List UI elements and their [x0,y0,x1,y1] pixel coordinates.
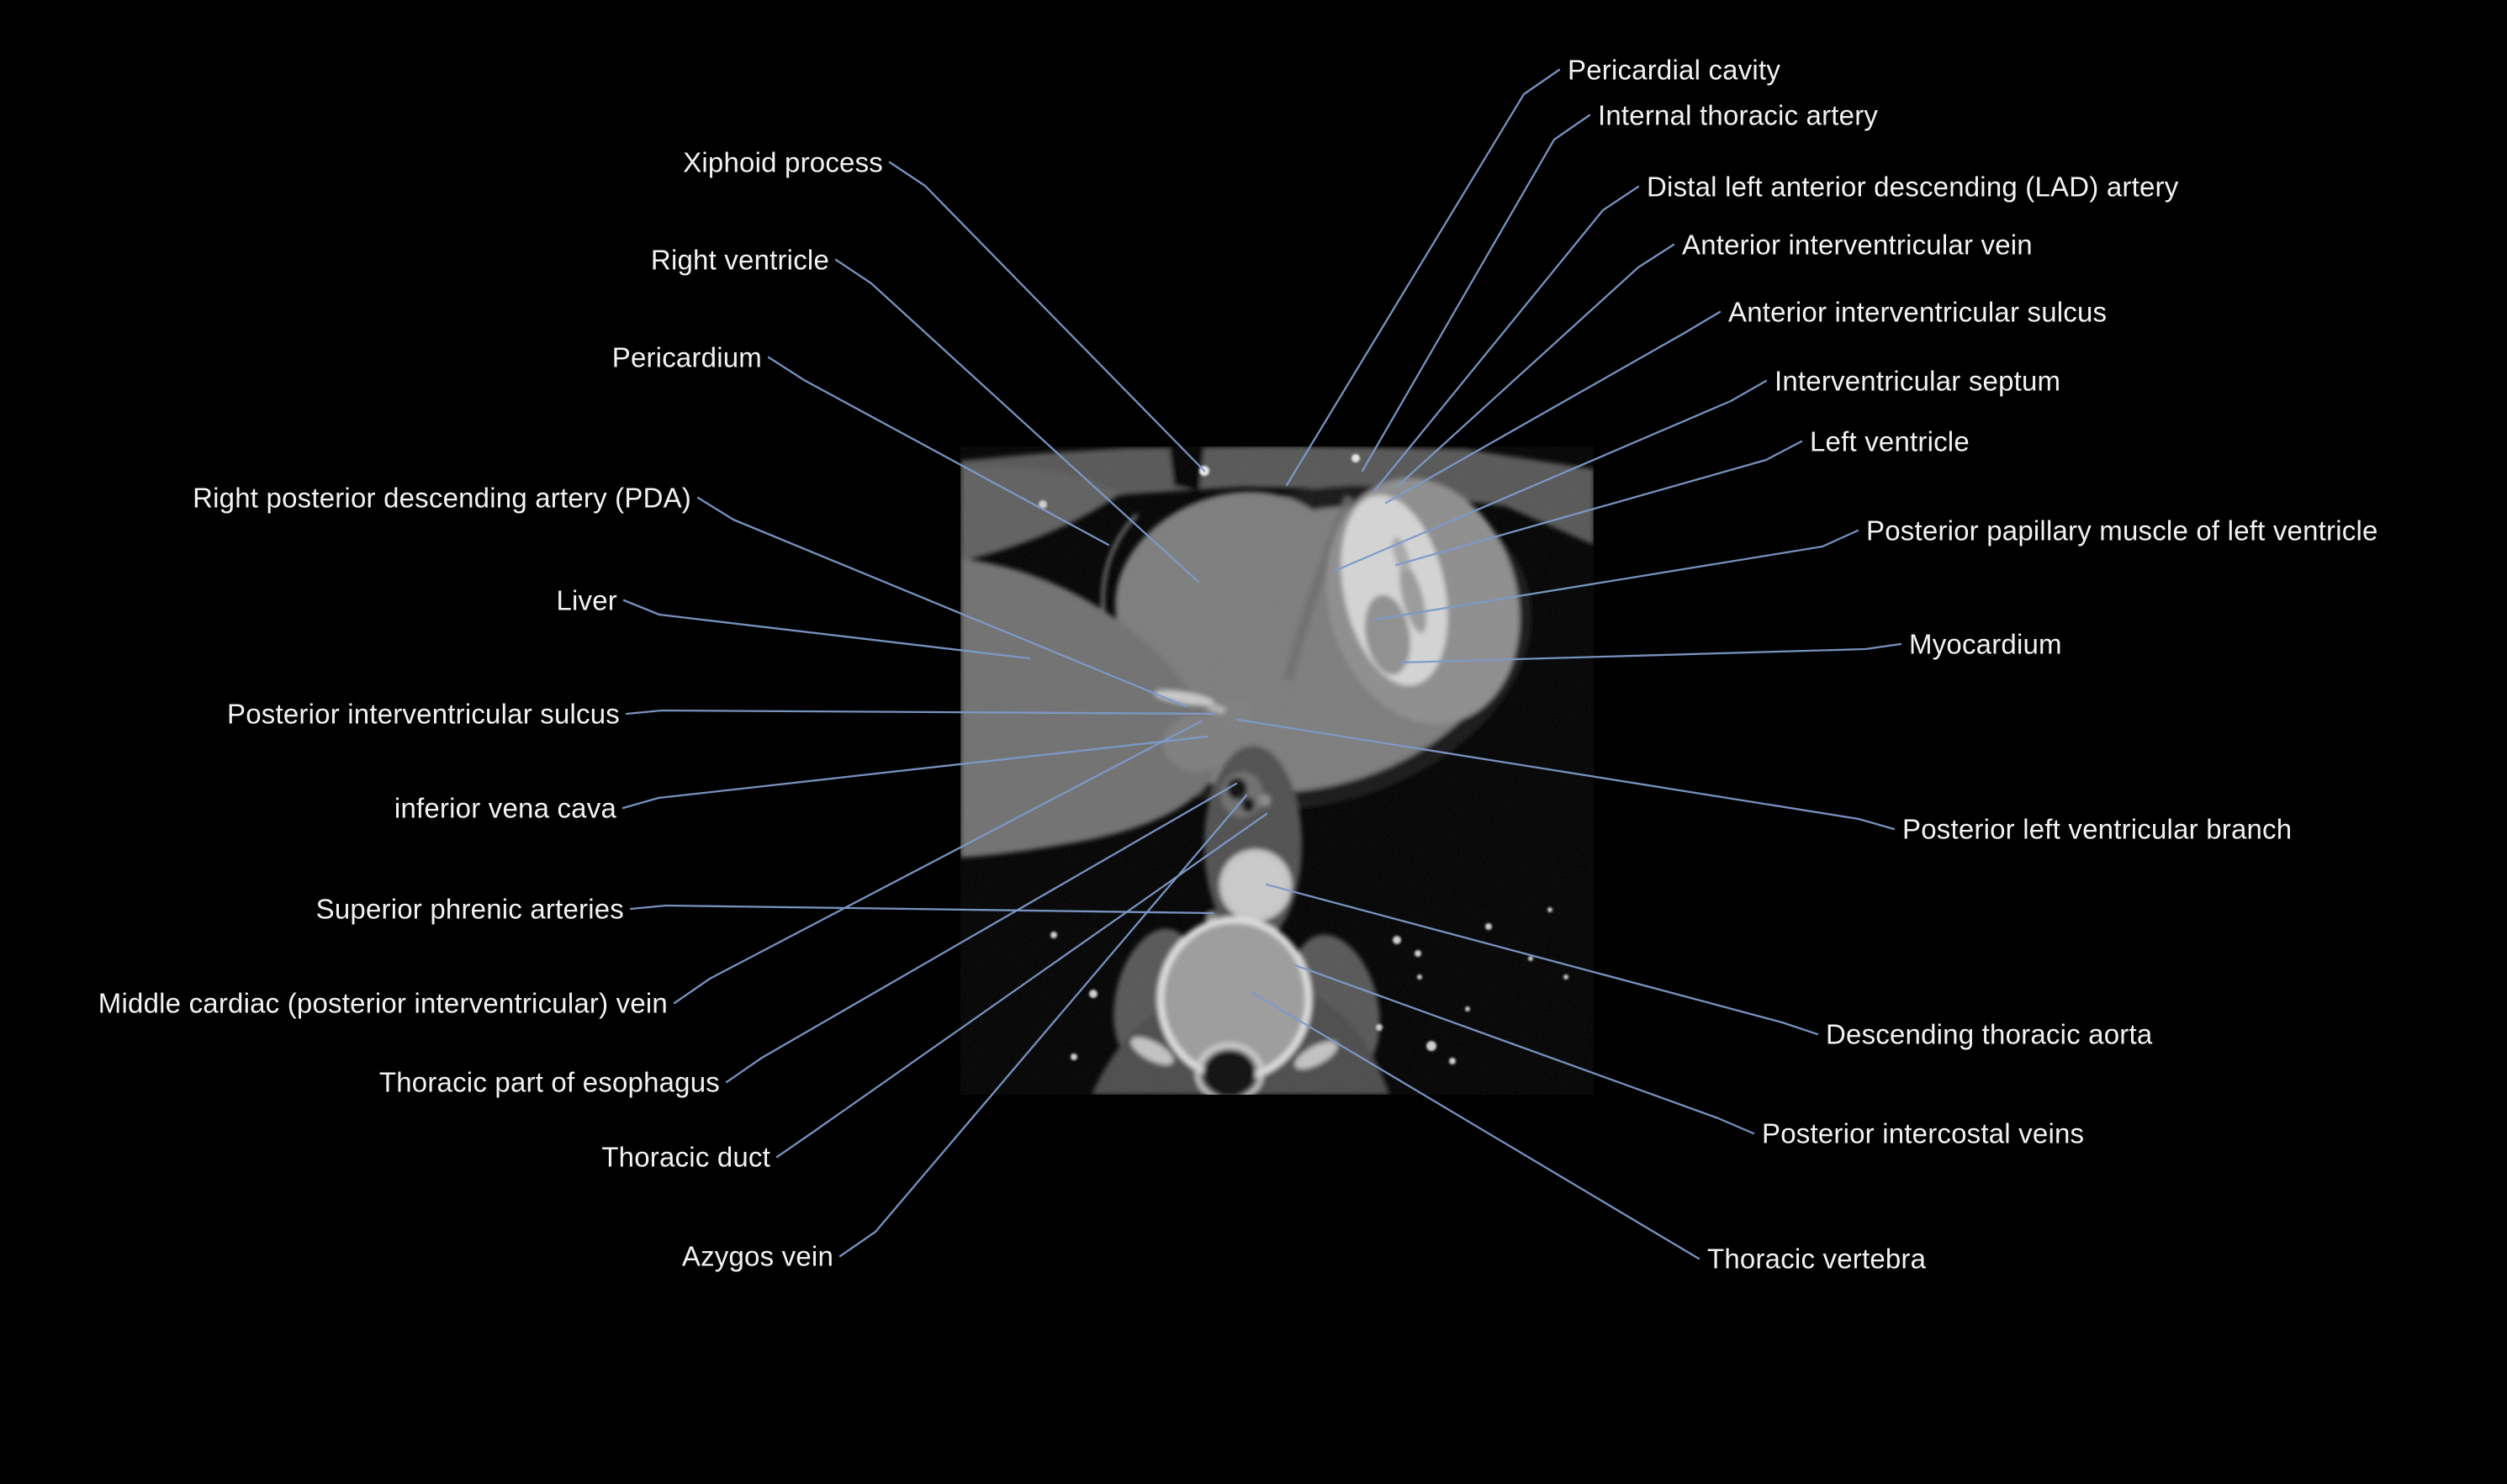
label-anterior-interventricular-vein: Anterior interventricular vein [1682,229,2033,261]
leader-line-right-ventricle [834,258,1200,584]
leader-line-myocardium [1399,642,1902,664]
leader-line-distal-lad-artery [1373,185,1640,493]
label-liver: Liver [556,584,617,616]
leader-line-internal-thoracic-artery [1361,114,1591,473]
label-superior-phrenic-arteries: Superior phrenic arteries [315,893,624,925]
label-posterior-left-ventricular-branch: Posterior left ventricular branch [1902,813,2293,845]
leader-line-superior-phrenic-arteries [629,904,1214,915]
label-pericardium: Pericardium [611,341,762,373]
label-descending-thoracic-aorta: Descending thoracic aorta [1826,1018,2153,1050]
leader-line-thoracic-duct [775,812,1268,1159]
leader-line-interventricular-septum [1333,379,1768,573]
label-internal-thoracic-artery: Internal thoracic artery [1598,99,1879,131]
label-anterior-interventricular-sulcus: Anterior interventricular sulcus [1728,296,2108,328]
label-right-posterior-descending-artery: Right posterior descending artery (PDA) [193,482,691,514]
leader-line-posterior-papillary-muscle [1373,529,1859,621]
label-inferior-vena-cava: inferior vena cava [394,792,616,824]
label-posterior-papillary-muscle: Posterior papillary muscle of left ventr… [1866,515,2378,547]
leader-line-middle-cardiac-vein [673,720,1203,1005]
leader-line-posterior-interventricular-sulcus [625,709,1216,716]
label-right-ventricle: Right ventricle [650,244,829,276]
label-thoracic-part-of-esophagus: Thoracic part of esophagus [378,1066,720,1098]
leader-line-thoracic-vertebra [1250,990,1700,1260]
leader-line-anterior-interventricular-vein [1396,243,1675,488]
leader-line-liver [622,599,1031,660]
leader-line-posterior-left-ventricular-branch [1236,718,1896,831]
label-left-ventricle: Left ventricle [1810,425,1970,457]
label-interventricular-septum: Interventricular septum [1774,365,2061,397]
label-distal-lad-artery: Distal left anterior descending (LAD) ar… [1647,171,2179,203]
leader-line-left-ventricle [1394,440,1803,567]
label-posterior-intercostal-veins: Posterior intercostal veins [1762,1117,2085,1149]
leader-line-inferior-vena-cava [621,735,1209,810]
label-thoracic-duct: Thoracic duct [601,1141,770,1173]
leader-line-descending-thoracic-aorta [1265,883,1819,1036]
leader-line-xiphoid-process [888,161,1206,473]
leader-line-right-posterior-descending-artery [696,496,1187,708]
label-myocardium: Myocardium [1909,628,2062,660]
leader-line-pericardium [767,356,1110,547]
label-azygos-vein: Azygos vein [681,1240,833,1272]
label-xiphoid-process: Xiphoid process [683,146,883,178]
label-posterior-interventricular-sulcus: Posterior interventricular sulcus [227,698,620,730]
leader-line-thoracic-part-of-esophagus [725,782,1238,1084]
leader-line-pericardial-cavity [1285,68,1561,487]
label-pericardial-cavity: Pericardial cavity [1568,54,1781,86]
label-middle-cardiac-vein: Middle cardiac (posterior interventricul… [98,987,668,1019]
ct-noise-overlay [960,446,1594,1095]
leader-lines [621,68,1902,1260]
leader-line-posterior-intercostal-veins [1293,964,1755,1135]
leader-line-azygos-vein [838,794,1248,1258]
leader-line-anterior-interventricular-sulcus [1384,310,1722,504]
label-thoracic-vertebra: Thoracic vertebra [1707,1243,1927,1275]
